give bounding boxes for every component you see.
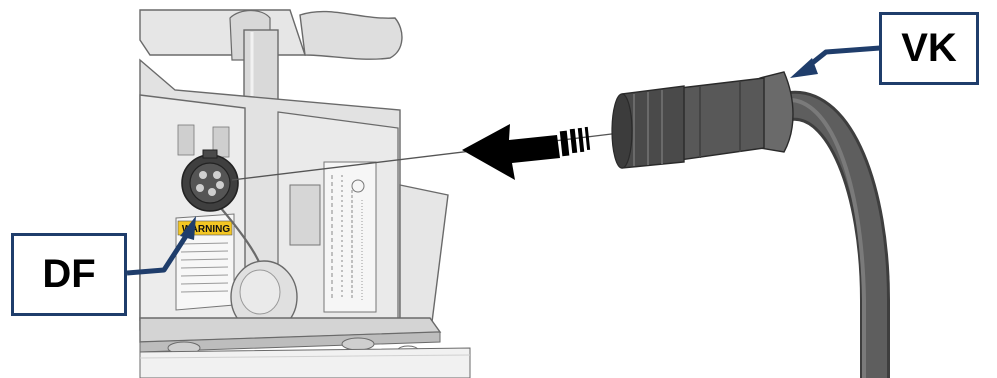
cable-connector [612, 72, 875, 378]
vk-callout-label: VK [879, 12, 979, 85]
vk-leader-arrow [790, 48, 880, 78]
df-callout-label: DF [11, 233, 127, 316]
insertion-arrow [462, 124, 590, 180]
